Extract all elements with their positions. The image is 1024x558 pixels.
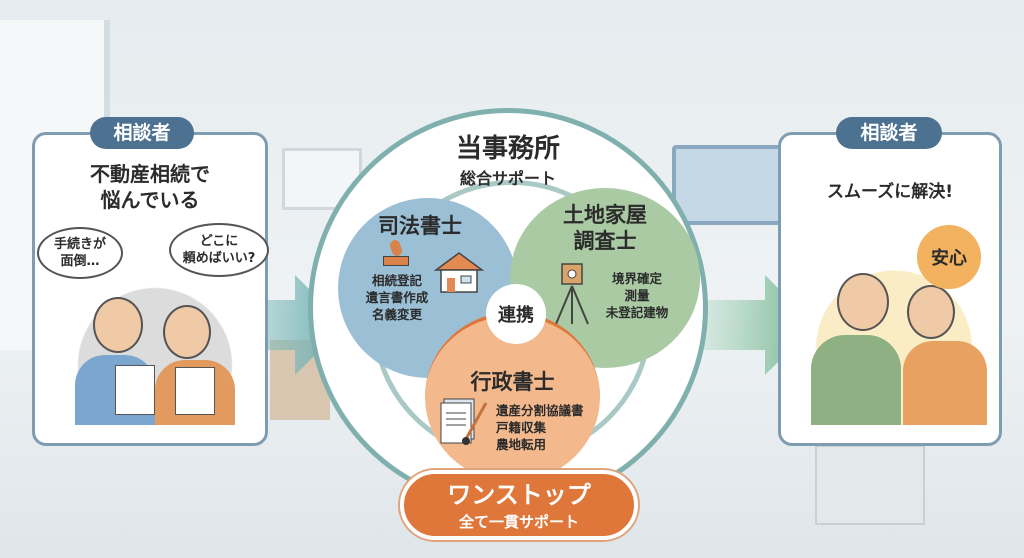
one-stop-subtitle: 全て一貫サポート [458,513,579,531]
worried-couple-illustration [65,275,245,425]
resolved-title: スムーズに解決! [827,182,953,202]
judicial-scrivener-title: 司法書士 [378,214,462,238]
land-surveyor-title: 土地家屋 調査士 [563,203,647,253]
consultant-card-after: スムーズに解決! 安心 [778,132,1002,446]
stamp-icon [383,238,409,268]
consultant-badge-right: 相談者 [836,117,942,149]
thought-bubble-hassle: 手続きが 面倒… [37,227,123,279]
one-stop-banner: ワンストップ 全て一貫サポート [400,470,638,540]
thought-bubble-where: どこに 頼めばいい? [169,223,269,277]
house-icon [433,252,485,293]
judicial-task-list: 相続登記 遺言書作成 名義変更 [365,273,429,322]
collaboration-badge: 連携 [486,284,546,344]
monitor [672,145,782,225]
consultant-badge-left: 相談者 [90,117,194,149]
cabinet [815,445,925,525]
administrative-scrivener-title: 行政書士 [470,370,555,394]
administrative-task-list: 遺産分割協議書 戸籍収集 農地転用 [496,403,584,452]
relief-badge: 安心 [917,225,981,289]
worry-title-line2: 悩んでいる [100,188,200,212]
surveyor-task-list: 境界確定 測量 未登記建物 [605,271,669,320]
consultant-card-before: 不動産相続で 悩んでいる 手続きが 面倒… どこに 頼めばいい? [32,132,269,446]
one-stop-title: ワンストップ [447,481,591,509]
surveying-instrument-icon [555,263,589,325]
worry-title-line1: 不動産相続で [90,162,210,186]
office-subtitle: 総合サポート [459,169,556,188]
document-brush-icon [440,398,488,445]
office-title: 当事務所 [455,134,560,164]
